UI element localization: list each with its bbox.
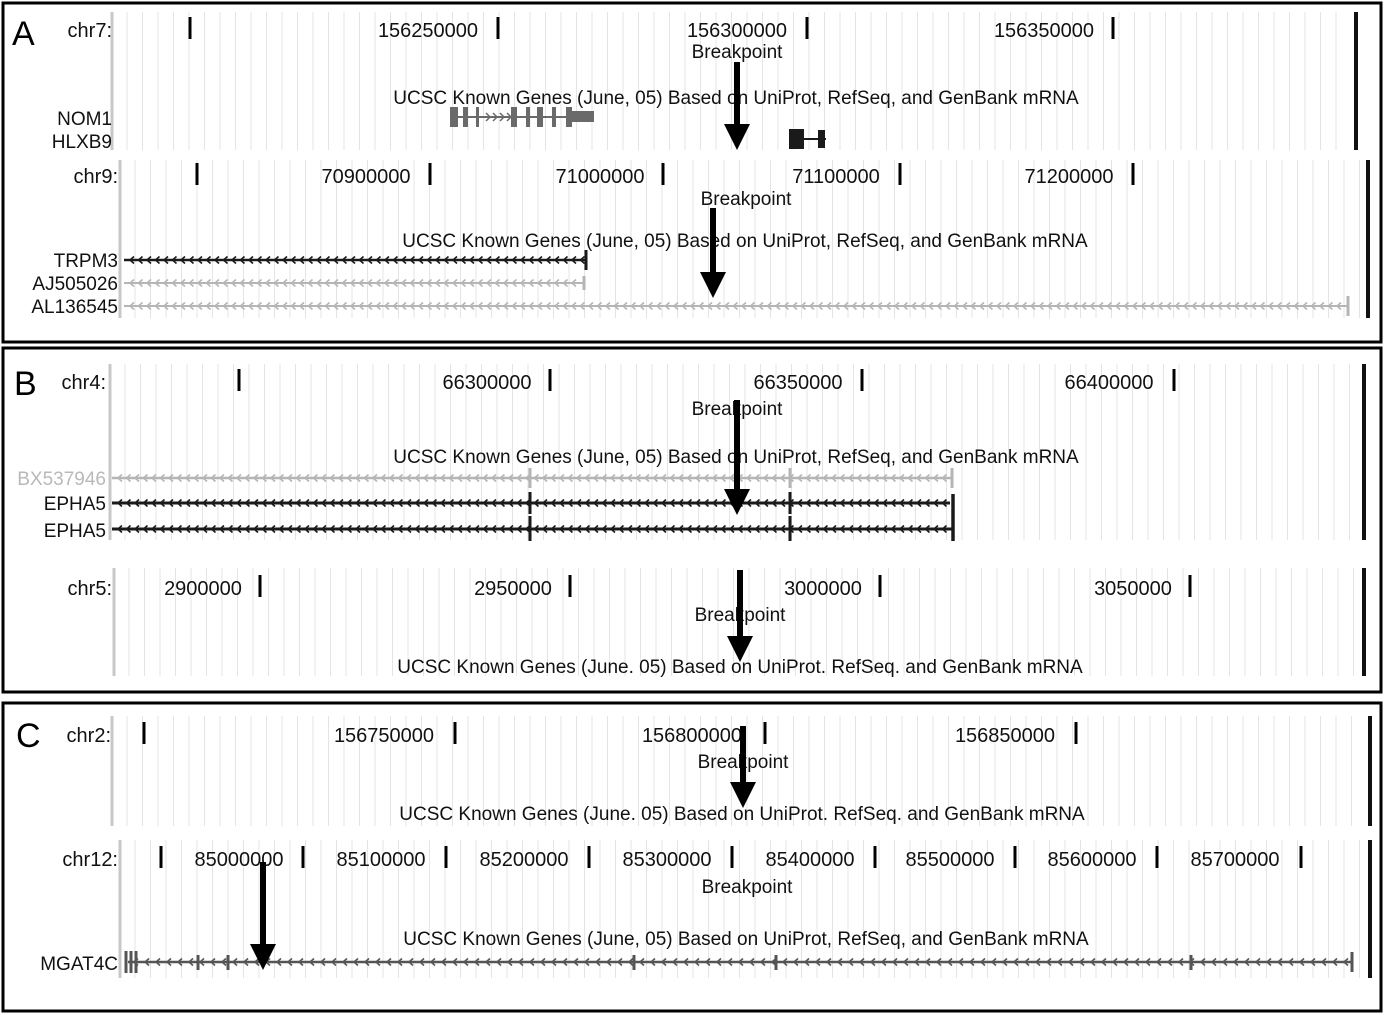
chr9-coord-label: 71100000 <box>792 166 880 188</box>
chr12-coord-label: 85000000 <box>195 849 284 871</box>
chr12-coord-label: 85300000 <box>623 849 712 871</box>
chr5-coord-label: 3000000 <box>784 578 862 600</box>
chr4-coord-label: 66400000 <box>1065 372 1154 394</box>
chr7-coord-label: 156250000 <box>378 20 478 42</box>
nom1-exon <box>476 107 479 127</box>
gene-aj505026-chevrons <box>128 278 577 288</box>
gene-label-epha5-a: EPHA5 <box>44 494 106 515</box>
nom1-exon <box>511 107 517 127</box>
gene-hlxb9 <box>789 129 826 149</box>
chr4-coord-label: 66350000 <box>754 372 843 394</box>
chr12-arrow-head <box>250 944 276 970</box>
gene-label-al136545: AL136545 <box>31 297 118 318</box>
chr5-breakpoint-arrow <box>727 570 753 662</box>
chr7-chrom-label: chr7: <box>68 20 112 42</box>
chr7-coord-label: 156350000 <box>994 20 1094 42</box>
chr4-arrow-head <box>724 489 750 515</box>
gene-label-mgat4c: MGAT4C <box>40 954 118 975</box>
gene-label-hlxb9: HLXB9 <box>52 132 112 153</box>
chr5-track-title: UCSC Known Genes (June. 05) Based on Uni… <box>397 657 1083 678</box>
chr9-breakpoint-label: Breakpoint <box>701 189 793 210</box>
chr5-coord-label: 2900000 <box>164 578 242 600</box>
chr4-coord-label: 66300000 <box>443 372 532 394</box>
chr9-coord-label: 71200000 <box>1025 166 1114 188</box>
hlxb9-exon <box>818 130 825 148</box>
chr12-coord-label: 85400000 <box>766 849 855 871</box>
chr5-coord-label: 2950000 <box>474 578 552 600</box>
gene-label-bx537946: BX537946 <box>17 469 106 490</box>
chr2-track-title: UCSC Known Genes (June. 05) Based on Uni… <box>399 804 1085 825</box>
chr7-breakpoint-arrow <box>724 62 750 150</box>
chr9-coord-label: 70900000 <box>322 166 411 188</box>
nom1-exon <box>463 107 468 127</box>
hlxb9-exon <box>789 129 804 149</box>
gene-bx537946-chevrons <box>116 473 948 483</box>
gene-bx537946 <box>112 473 952 483</box>
chr12-coord-label: 85100000 <box>337 849 426 871</box>
chr5-chrom-label: chr5: <box>68 578 112 600</box>
panel-letter-b: B <box>14 365 37 403</box>
gene-epha5-b-chevrons <box>116 524 948 534</box>
gene-label-trpm3: TRPM3 <box>54 251 118 272</box>
panel-frame-b <box>1 346 1383 694</box>
chr12-coord-label: 85500000 <box>906 849 995 871</box>
chr12-coord-label: 85600000 <box>1048 849 1137 871</box>
chr12-track-title: UCSC Known Genes (June, 05) Based on Uni… <box>403 929 1089 950</box>
panel-letter-c: C <box>16 717 41 755</box>
chr9-breakpoint-arrow <box>700 208 726 298</box>
gene-mgat4c <box>128 957 1352 967</box>
chr7-breakpoint-label: Breakpoint <box>692 42 784 63</box>
chr12-chrom-label: chr12: <box>62 849 118 871</box>
chr9-arrow-head <box>700 272 726 298</box>
chr9-chrom-label: chr9: <box>74 166 118 188</box>
chr5-coord-label: 3050000 <box>1094 578 1172 600</box>
gene-al136545-chevrons <box>128 301 1342 311</box>
nom1-exon <box>552 107 556 127</box>
chr12-breakpoint-label: Breakpoint <box>702 877 794 898</box>
gene-trpm3 <box>124 255 586 265</box>
chr7-coord-label: 156300000 <box>687 20 787 42</box>
chr2-arrow-head <box>730 782 756 808</box>
chr2-coord-label: 156850000 <box>955 725 1055 747</box>
nom1-exon <box>526 107 530 127</box>
gene-label-nom1: NOM1 <box>57 109 112 130</box>
chr9-coord-label: 71000000 <box>556 166 645 188</box>
gene-label-epha5-b: EPHA5 <box>44 521 106 542</box>
panel-letter-a: A <box>12 15 35 53</box>
gene-epha5-b <box>112 524 952 534</box>
chr5-arrow-head <box>727 636 753 662</box>
nom1-utr <box>572 111 594 122</box>
chr12-coord-label: 85700000 <box>1191 849 1280 871</box>
nom1-chevrons <box>485 112 513 122</box>
chr2-coord-label: 156750000 <box>334 725 434 747</box>
gene-aj505026 <box>124 278 584 288</box>
nom1-exon <box>566 107 572 127</box>
gene-label-aj505026: AJ505026 <box>32 274 118 295</box>
nom1-exon <box>537 107 543 127</box>
gene-nom1 <box>450 107 594 127</box>
chr2-chrom-label: chr2: <box>67 725 111 747</box>
chr9-track-title: UCSC Known Genes (June, 05) Based on Uni… <box>402 231 1088 252</box>
chr2-breakpoint-arrow <box>730 726 756 808</box>
chr4-breakpoint-arrow <box>724 400 750 515</box>
chr12-coord-label: 85200000 <box>480 849 569 871</box>
gene-epha5-a-chevrons <box>116 498 948 508</box>
chr2-coord-label: 156800000 <box>642 725 742 747</box>
gene-trpm3-chevrons <box>128 255 586 265</box>
panel-frame-a <box>1 1 1383 344</box>
gene-al136545 <box>124 301 1348 311</box>
panel-frame-c <box>1 701 1383 1013</box>
chr7-arrow-head <box>724 124 750 150</box>
chr12-breakpoint-arrow <box>250 862 276 970</box>
nom1-exon <box>450 107 458 127</box>
chr4-chrom-label: chr4: <box>62 372 106 394</box>
